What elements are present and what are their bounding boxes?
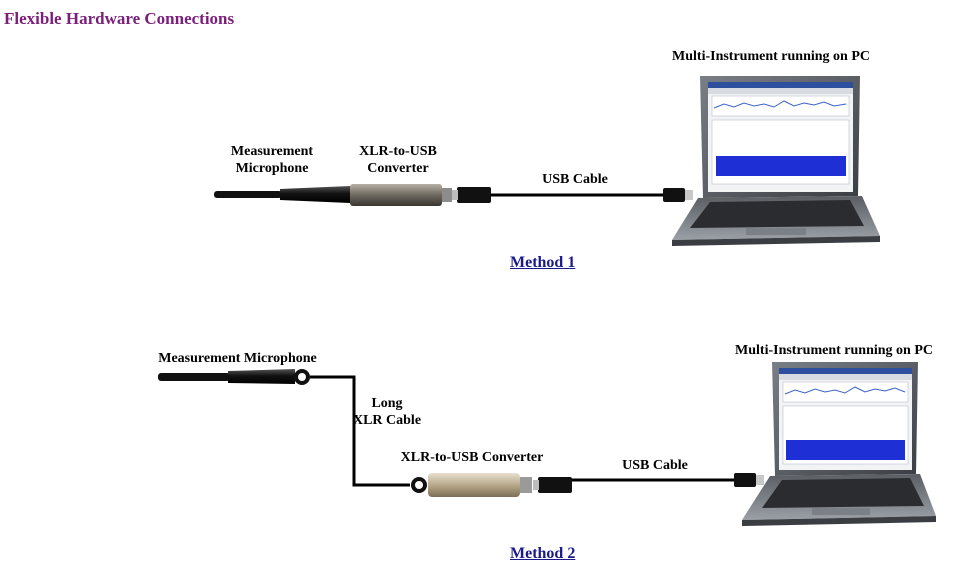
method2-microphone [158, 369, 295, 384]
method1-usb-plug-laptop [663, 188, 693, 202]
method2-xlr-cable-label-line2: XLR Cable [352, 413, 422, 428]
method1-converter-label-line1: XLR-to-USB [359, 144, 437, 159]
method2-usb-plug [533, 477, 572, 493]
method1-xlr-usb-converter [350, 184, 452, 206]
method1-laptop [672, 76, 880, 246]
method2-xlr-connector-converter [411, 477, 427, 493]
method2-usb-plug-laptop [734, 473, 764, 487]
method1-pc-label: Multi-Instrument running on PC [672, 49, 870, 64]
method1-link[interactable]: Method 1 [510, 254, 576, 271]
method2-converter-label: XLR-to-USB Converter [400, 450, 544, 465]
method2-xlr-cable-label-line1: Long [371, 396, 403, 411]
method2-xlr-connector-mic [294, 369, 310, 385]
method1-microphone-label: Measurement Microphone [222, 143, 322, 177]
method1-converter-label-line2: Converter [367, 161, 429, 176]
method2-microphone-label: Measurement Microphone [158, 351, 317, 366]
page-title: Flexible Hardware Connections [4, 9, 235, 28]
method1-usb-plug [452, 187, 491, 203]
method1-microphone-label-line1: Measurement [230, 144, 314, 159]
method2-xlr-usb-converter [428, 473, 532, 497]
method2-pc-label: Multi-Instrument running on PC [735, 343, 933, 358]
method1-microphone-label-line2: Microphone [235, 161, 309, 176]
method1-converter-label: XLR-to-USB Converter [348, 143, 448, 177]
method1-microphone [214, 186, 350, 203]
method2-link[interactable]: Method 2 [510, 545, 576, 562]
method2-long-xlr-cable [310, 375, 410, 487]
method1-usb-cable-label: USB Cable [542, 172, 608, 187]
method2-usb-cable-label: USB Cable [622, 458, 688, 473]
method2-laptop [742, 362, 936, 526]
method2-xlr-cable-label: Long XLR Cable [352, 395, 422, 429]
